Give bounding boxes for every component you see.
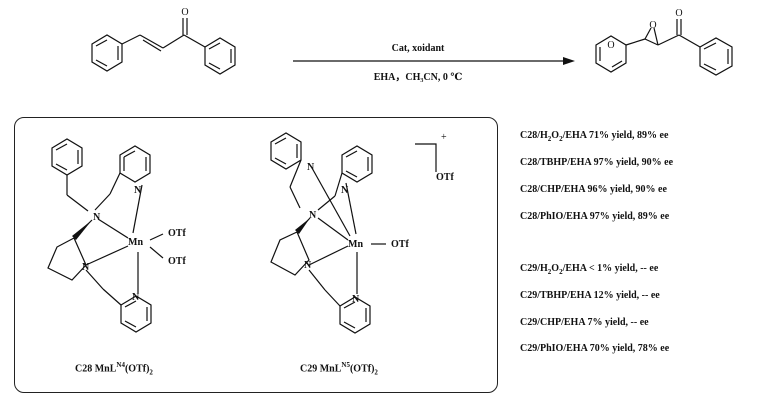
c29-pyridine-n2-label: N — [341, 185, 349, 196]
conditions-bottom: EHA，CH₃CN, 0 ℃ — [374, 72, 463, 83]
product-carbonyl-oxygen-label: O — [675, 8, 682, 19]
conditions-top: Cat, xoidant — [392, 43, 445, 54]
c28-amine-n-label: N — [93, 212, 101, 223]
c29-wedge — [295, 218, 310, 234]
reaction-arrow — [293, 57, 575, 65]
result-c28-h2o2: C28/H2O2/EHA 71% yield, 89% ee — [520, 130, 669, 143]
c29-caption: C29 MnLN5(OTf)2 — [300, 361, 378, 377]
c29-mn-label: Mn — [348, 239, 363, 250]
c29-pyridine-n1-label: N — [307, 162, 315, 173]
c28-pyrrolidine-n-label: N — [82, 262, 90, 273]
c29-otf-label: OTf — [391, 239, 409, 250]
c29-pyridine-n3-label: N — [352, 294, 360, 305]
c28-wedge — [72, 220, 92, 240]
epoxide-oxygen-label: O — [649, 20, 656, 31]
c29-amine-n-label: N — [309, 210, 317, 221]
result-c29-h2o2: C29/H2O2/EHA < 1% yield, -- ee — [520, 263, 659, 276]
epoxide-product-structure — [595, 19, 733, 76]
result-c29-phio: C29/PhIO/EHA 70% yield, 78% ee — [520, 343, 670, 354]
c28-pyridine-n2-label: N — [132, 292, 140, 303]
carbonyl-oxygen-label: O — [181, 7, 188, 18]
result-c28-phio: C28/PhIO/EHA 97% yield, 89% ee — [520, 211, 670, 222]
result-c29-chp: C29/CHP/EHA 7% yield, -- ee — [520, 317, 649, 328]
result-c29-tbhp: C29/TBHP/EHA 12% yield, -- ee — [520, 290, 660, 301]
chalcone-structure — [91, 18, 236, 75]
c28-otf1-label: OTf — [168, 228, 186, 239]
c28-pyridine-n1-label: N — [134, 185, 142, 196]
result-c28-chp: C28/CHP/EHA 96% yield, 90% ee — [520, 184, 667, 195]
c28-otf2-label: OTf — [168, 256, 186, 267]
c28-mn-label: Mn — [128, 237, 143, 248]
ring-oxygen-label: O — [607, 40, 614, 51]
c29-counterion-label: OTf — [436, 172, 454, 183]
catalyst-box — [14, 117, 498, 393]
c29-structure — [270, 132, 437, 334]
c29-pyrrolidine-n-label: N — [304, 260, 312, 271]
c29-charge-label: + — [441, 132, 447, 143]
c28-caption: C28 MnLN4(OTf)2 — [75, 361, 153, 377]
result-c28-tbhp: C28/TBHP/EHA 97% yield, 90% ee — [520, 157, 674, 168]
